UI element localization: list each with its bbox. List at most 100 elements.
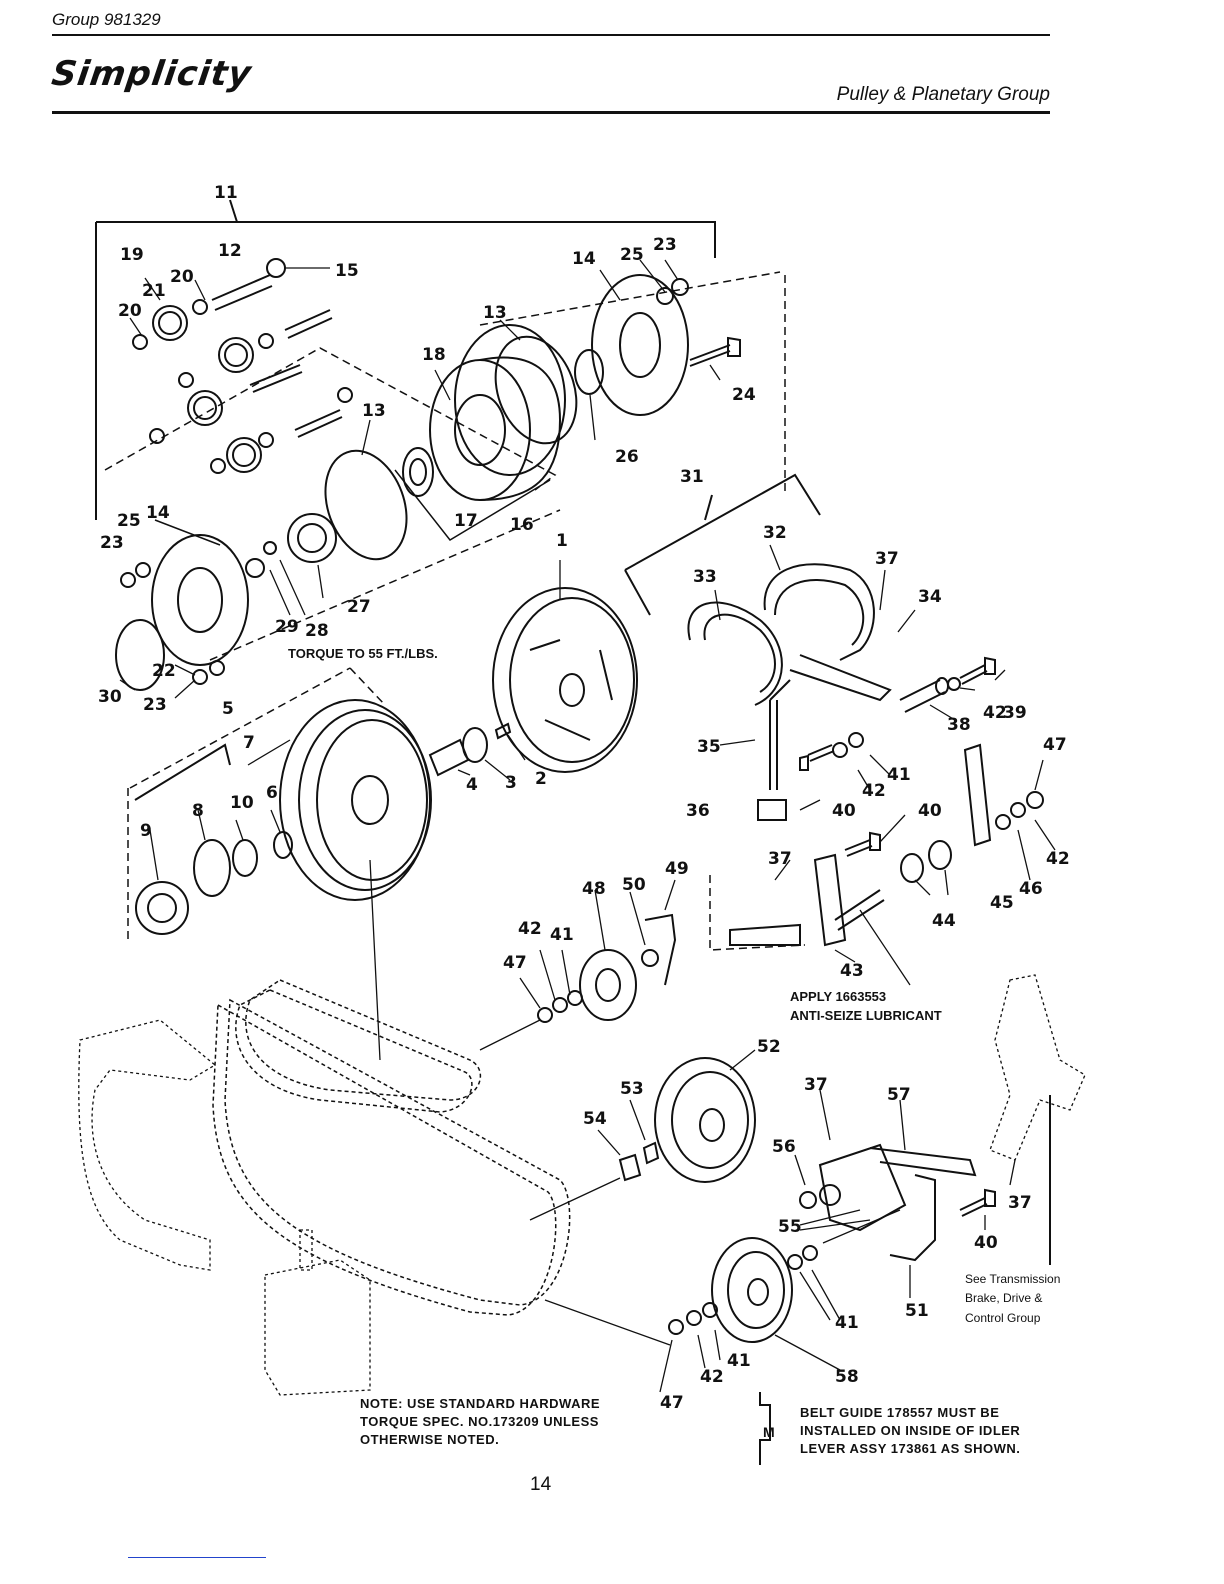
callout-25-lower: 25 bbox=[117, 511, 141, 531]
footer-link-line bbox=[128, 1557, 266, 1558]
callout-43: 43 bbox=[840, 961, 864, 981]
callout-25-upper: 25 bbox=[620, 245, 644, 265]
callout-40-b: 40 bbox=[918, 801, 942, 821]
callout-47-c: 47 bbox=[660, 1393, 684, 1413]
callout-39: 39 bbox=[1003, 703, 1027, 723]
header-rule-bottom bbox=[52, 111, 1050, 114]
bracket-5 bbox=[127, 667, 386, 940]
callout-41-b: 41 bbox=[550, 925, 574, 945]
see-transmission-line3: Control Group bbox=[965, 1311, 1041, 1325]
bracket-31 bbox=[624, 473, 821, 616]
callout-22: 22 bbox=[152, 661, 176, 681]
callout-38: 38 bbox=[947, 715, 971, 735]
callout-36: 36 bbox=[686, 801, 710, 821]
callout-23-upper: 23 bbox=[653, 235, 677, 255]
see-transmission-line2: Brake, Drive & bbox=[965, 1291, 1042, 1305]
leader-lines bbox=[119, 259, 1056, 1393]
cap-30 bbox=[115, 619, 165, 691]
callout-6: 6 bbox=[266, 783, 278, 803]
callout-37-middle: 37 bbox=[768, 849, 792, 869]
callout-31: 31 bbox=[680, 467, 704, 487]
callout-29: 29 bbox=[275, 617, 299, 637]
belt-guide-note-line3: LEVER ASSY 173861 AS SHOWN. bbox=[800, 1441, 1021, 1456]
washer-26 bbox=[574, 349, 604, 395]
bolt-24 bbox=[689, 344, 731, 367]
hardware-note-line2: TORQUE SPEC. NO.173209 UNLESS bbox=[360, 1414, 599, 1429]
idler-pulley-48 bbox=[579, 949, 637, 1021]
callout-53: 53 bbox=[620, 1079, 644, 1099]
callout-40-a: 40 bbox=[832, 801, 856, 821]
callout-42-a: 42 bbox=[983, 703, 1007, 723]
hardware-note-line3: OTHERWISE NOTED. bbox=[360, 1432, 500, 1447]
idler-pulley-58 bbox=[711, 1237, 793, 1343]
see-transmission-line1: See Transmission bbox=[965, 1272, 1060, 1286]
belt-guide-note-line1: BELT GUIDE 178557 MUST BE bbox=[800, 1405, 1000, 1420]
callout-9: 9 bbox=[140, 821, 152, 841]
idler-lever-43 bbox=[729, 923, 801, 946]
nut-54 bbox=[618, 1153, 642, 1182]
callout-2: 2 bbox=[535, 769, 547, 789]
ring-8 bbox=[193, 839, 231, 897]
bolt-39 bbox=[959, 664, 988, 685]
ring-housing-18 bbox=[429, 324, 566, 501]
callout-45: 45 bbox=[990, 893, 1014, 913]
callout-49: 49 bbox=[665, 859, 689, 879]
callout-42-e: 42 bbox=[700, 1367, 724, 1387]
callout-14-upper: 14 bbox=[572, 249, 596, 269]
callout-54: 54 bbox=[583, 1109, 607, 1129]
callout-20-upper: 20 bbox=[170, 267, 194, 287]
sun-gear-27 bbox=[287, 513, 337, 563]
callout-16: 16 bbox=[510, 515, 534, 535]
header-rule-top bbox=[52, 34, 1050, 36]
callout-26: 26 bbox=[615, 447, 639, 467]
frame-bracket-bottom bbox=[264, 1229, 371, 1396]
plate-14-lower bbox=[151, 534, 249, 666]
callout-17: 17 bbox=[454, 511, 478, 531]
bracket-11 bbox=[96, 221, 716, 258]
pulley-52 bbox=[654, 1057, 756, 1183]
gear-9 bbox=[135, 881, 189, 935]
callout-41-c: 41 bbox=[835, 1313, 859, 1333]
callout-42-d: 42 bbox=[518, 919, 542, 939]
callout-10: 10 bbox=[230, 793, 254, 813]
band-32 bbox=[763, 563, 875, 661]
plate-14-upper bbox=[591, 274, 689, 416]
callout-18: 18 bbox=[422, 345, 446, 365]
callout-30: 30 bbox=[98, 687, 122, 707]
callout-41-d: 41 bbox=[727, 1351, 751, 1371]
bearing-10 bbox=[232, 839, 258, 877]
m-marker bbox=[759, 1392, 771, 1465]
callout-7: 7 bbox=[243, 733, 255, 753]
m-marker-label: M bbox=[763, 1424, 775, 1440]
drive-belt bbox=[212, 979, 571, 1316]
lining-33 bbox=[687, 601, 783, 706]
callout-33: 33 bbox=[693, 567, 717, 587]
pin-38 bbox=[899, 679, 946, 713]
callout-21: 21 bbox=[142, 281, 166, 301]
callout-56: 56 bbox=[772, 1137, 796, 1157]
belt-guide-note-line2: INSTALLED ON INSIDE OF IDLER bbox=[800, 1423, 1021, 1438]
callout-4: 4 bbox=[466, 775, 478, 795]
callout-41-a: 41 bbox=[887, 765, 911, 785]
callout-34: 34 bbox=[918, 587, 942, 607]
callout-50: 50 bbox=[622, 875, 646, 895]
bolt-40-middle bbox=[844, 839, 873, 857]
callout-46: 46 bbox=[1019, 879, 1043, 899]
o-ring-13-upper bbox=[494, 335, 578, 445]
callout-8: 8 bbox=[192, 801, 204, 821]
callout-47-b: 47 bbox=[503, 953, 527, 973]
callout-5: 5 bbox=[222, 699, 234, 719]
callout-52: 52 bbox=[757, 1037, 781, 1057]
group-number: Group 981329 bbox=[52, 10, 161, 29]
section-title: Pulley & Planetary Group bbox=[836, 84, 1050, 105]
belt-guide-51 bbox=[889, 1174, 936, 1262]
callout-51: 51 bbox=[905, 1301, 929, 1321]
callout-13-upper: 13 bbox=[483, 303, 507, 323]
callout-44: 44 bbox=[932, 911, 956, 931]
o-ring-13-lower bbox=[324, 449, 408, 561]
transmission-lever bbox=[989, 974, 1086, 1161]
frame-outline-left bbox=[78, 1019, 217, 1271]
callout-48: 48 bbox=[582, 879, 606, 899]
callout-28: 28 bbox=[305, 621, 329, 641]
